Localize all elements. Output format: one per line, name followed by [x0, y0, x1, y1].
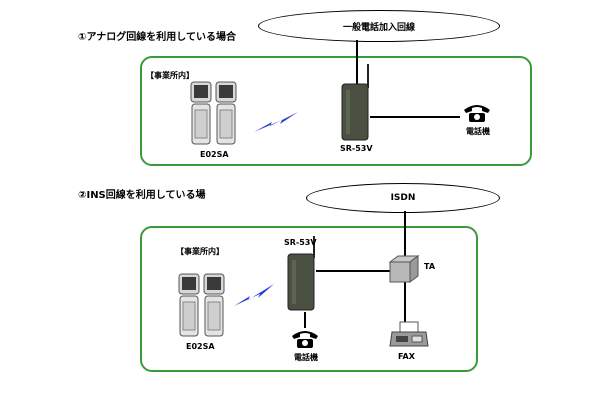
fax-machine-icon [389, 321, 429, 347]
section2-ta-label: TA [424, 262, 436, 271]
section1-phone-link [370, 116, 460, 118]
section2-ta-icon [388, 255, 420, 283]
section1-network-cloud: 一般電話加入回線 [258, 10, 500, 42]
section2-phone-label: 電話機 [294, 353, 318, 362]
section1-handset-icons [190, 81, 237, 145]
section1-title: ①アナログ回線を利用している場合 [78, 32, 236, 43]
section1-wireless-icon [254, 112, 298, 132]
section1-network-label: 一般電話加入回線 [342, 22, 415, 33]
section2-title: ②INS回線を利用している場 [78, 190, 206, 201]
mobile-phone-icon [178, 273, 200, 337]
telephone-icon [464, 105, 490, 122]
section1-office-frame [140, 56, 532, 166]
mobile-phone-icon [215, 81, 237, 145]
section1-office-label: 【事業所内】 [146, 71, 194, 80]
section2-office-frame [140, 226, 478, 372]
section2-wireless-icon [234, 284, 274, 306]
section2-ta-fax-link [404, 282, 406, 326]
section1-router-label: SR-53V [340, 144, 373, 153]
section2-network-ta-link [404, 211, 406, 257]
telephone-icon [292, 331, 318, 348]
section1-handset-label: E02SA [200, 150, 229, 159]
section2-network-cloud: ISDN [306, 183, 500, 213]
section2-router-icon [287, 236, 315, 311]
section2-handset-icons [178, 273, 225, 337]
section2-router-phone-link [304, 312, 306, 328]
section1-network-link [356, 40, 358, 86]
section2-router-ta-link [316, 270, 394, 272]
section2-fax-label: FAX [398, 352, 415, 361]
mobile-phone-icon [190, 81, 212, 145]
section1-router-icon [341, 64, 369, 141]
section2-network-label: ISDN [390, 193, 416, 203]
section1-phone-label: 電話機 [466, 127, 490, 136]
section2-office-label: 【事業所内】 [176, 247, 224, 256]
section2-handset-label: E02SA [186, 342, 215, 351]
section2-router-label: SR-53V [284, 238, 317, 247]
mobile-phone-icon [203, 273, 225, 337]
